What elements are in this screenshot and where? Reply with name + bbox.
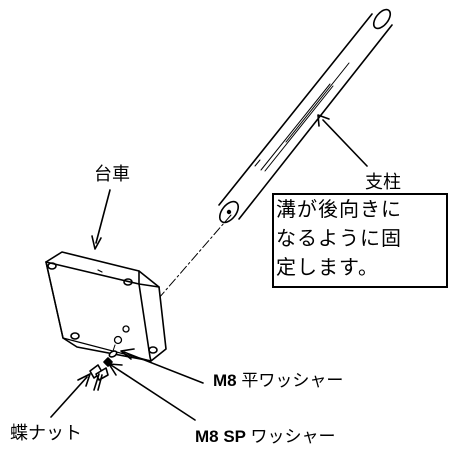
note-line-3: 定します。 xyxy=(276,255,379,279)
sp-washer-label: M8 SP ワッシャー xyxy=(195,428,335,446)
note-box: 溝が後向きに なるように固 定します。 xyxy=(272,193,448,288)
alignment-axis xyxy=(151,214,232,307)
sp-washer-part-code: M8 SP xyxy=(195,427,246,446)
cart-label: 台車 xyxy=(94,164,130,185)
wing-nut-part xyxy=(89,364,109,391)
pole-label: 支柱 xyxy=(365,172,401,193)
flat-washer-label: M8 平ワッシャー xyxy=(213,372,343,390)
wing-nut-arrow xyxy=(50,373,91,418)
pole-drawing xyxy=(218,8,393,224)
flat-washer-name: 平ワッシャー xyxy=(241,371,344,391)
sp-washer-arrow xyxy=(108,363,196,421)
note-line-2: なるように固 xyxy=(276,226,402,250)
cart-plate-drawing xyxy=(45,251,167,362)
flat-washer-part-code: M8 xyxy=(213,371,237,390)
note-line-1: 溝が後向きに xyxy=(276,197,402,221)
cart-arrow xyxy=(91,189,111,250)
wing-nut-label: 蝶ナット xyxy=(10,423,82,444)
pole-arrow xyxy=(317,114,368,167)
sp-washer-name: ワッシャー xyxy=(250,427,336,447)
flat-washer-arrow xyxy=(120,348,204,384)
flat-washer-part xyxy=(108,350,118,358)
